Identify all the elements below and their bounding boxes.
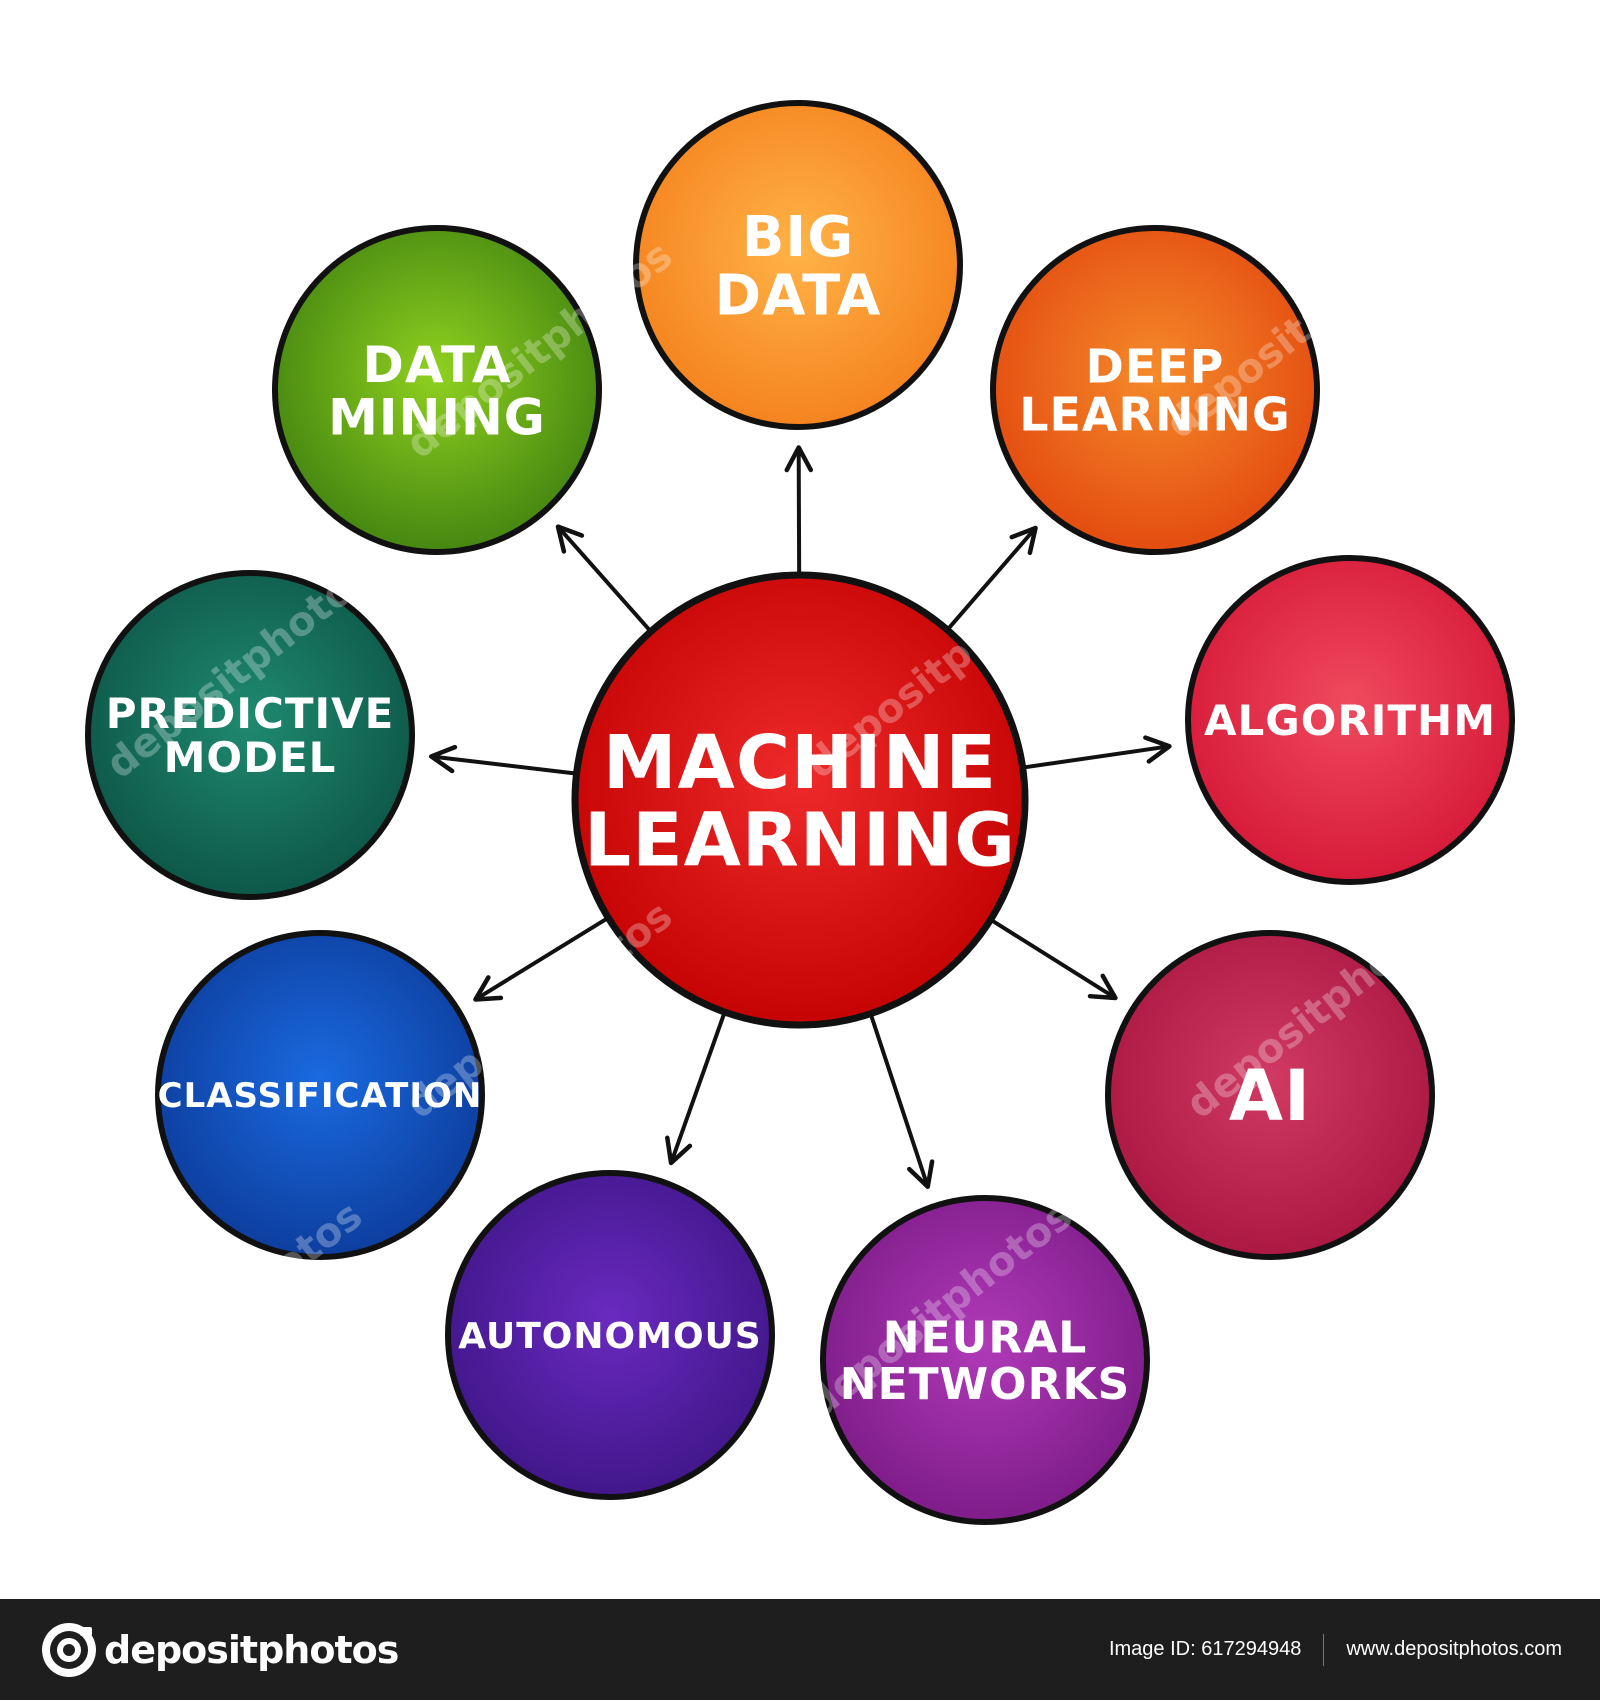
mind-map-diagram: BIGDATADEEPLEARNINGALGORITHMAINEURALNETW…: [85, 100, 1600, 1527]
node-circle-classification: [155, 930, 485, 1260]
node-circle-data-mining: [272, 225, 602, 555]
arrow-to-deep-learning: [946, 525, 1038, 631]
arrow-to-classification: [473, 916, 609, 1002]
node-circle-big-data: [633, 100, 963, 430]
node-label-big-data-line-2: DATA: [715, 264, 882, 329]
footer-info: Image ID: 617294948 www.depositphotos.co…: [1109, 1599, 1562, 1700]
node-label-data-mining-line-2: MINING: [328, 388, 546, 446]
arrow-to-neural-networks: [869, 1013, 935, 1189]
node-circle-predictive-model: [85, 570, 415, 900]
node-label-deep-learning-line-1: DEEP: [1086, 339, 1225, 393]
node-circle-deep-learning: [990, 225, 1320, 555]
center-label-line-2: LEARNING: [584, 797, 1016, 883]
node-algorithm: ALGORITHM: [1185, 555, 1515, 885]
node-label-deep-learning-line-2: LEARNING: [1019, 388, 1291, 442]
camera-logo-icon: [42, 1623, 96, 1677]
topic-nodes: BIGDATADEEPLEARNINGALGORITHMAINEURALNETW…: [85, 100, 1515, 1525]
arrow-to-data-mining: [555, 524, 652, 633]
center-label-line-1: MACHINE: [603, 720, 997, 806]
node-classification: CLASSIFICATION: [155, 930, 485, 1260]
site-url-link[interactable]: www.depositphotos.com: [1346, 1638, 1562, 1660]
footer-bar: depositphotos Image ID: 617294948 www.de…: [0, 1599, 1600, 1700]
node-label-data-mining-line-1: DATA: [362, 336, 511, 394]
node-circle-algorithm: [1185, 555, 1515, 885]
footer-divider: [1323, 1633, 1325, 1666]
node-label-predictive-model-line-2: MODEL: [164, 733, 337, 782]
connector-arrows: [428, 445, 1172, 1189]
arrow-to-predictive-model: [428, 744, 577, 776]
node-label-neural-networks-line-2: NETWORKS: [840, 1359, 1131, 1410]
node-ai: AI: [1105, 930, 1435, 1260]
node-label-neural-networks-line-1: NEURAL: [883, 1313, 1088, 1364]
footer-brand-name: depositphotos: [104, 1628, 399, 1672]
node-circle-ai: [1105, 930, 1435, 1260]
node-label-classification-line-1: CLASSIFICATION: [158, 1076, 483, 1116]
node-label-big-data-line-1: BIG: [742, 205, 854, 270]
footer-logo[interactable]: depositphotos: [40, 1621, 399, 1679]
arrow-to-ai: [990, 918, 1118, 1001]
center-circle: [571, 571, 1029, 1029]
node-circle-autonomous: [445, 1170, 775, 1500]
node-autonomous: AUTONOMOUS: [445, 1170, 775, 1500]
arrow-to-algorithm: [1022, 735, 1172, 770]
node-label-autonomous-line-1: AUTONOMOUS: [458, 1316, 761, 1357]
image-id-text: Image ID: 617294948: [1108, 1638, 1302, 1660]
node-label-ai-line-1: AI: [1229, 1055, 1311, 1137]
node-circle-neural-networks: [820, 1195, 1150, 1525]
arrow-to-autonomous: [665, 1011, 727, 1166]
node-label-predictive-model-line-1: PREDICTIVE: [106, 689, 395, 738]
node-label-algorithm-line-1: ALGORITHM: [1204, 696, 1496, 745]
watermark-text-9: depositphotos: [1428, 1292, 1600, 1527]
